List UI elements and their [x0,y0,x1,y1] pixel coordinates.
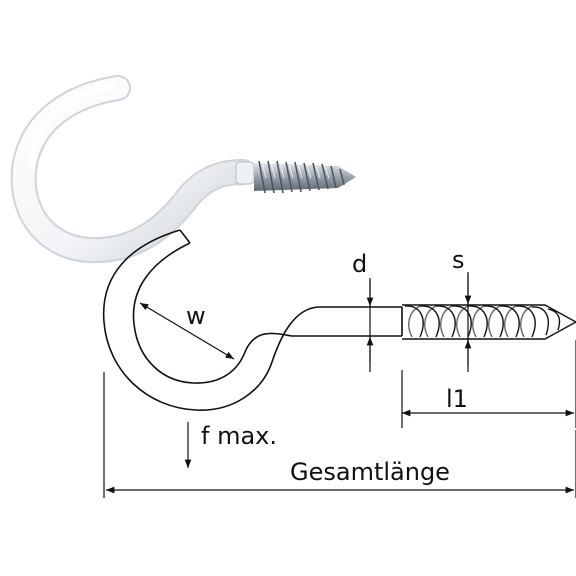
dimension-total-length [103,372,576,498]
label-l1: l1 [446,385,468,413]
thread-helix [404,305,561,338]
dimension-w [139,302,235,360]
screw-hook-technical-drawing-icon [102,229,576,411]
label-f-max: f max. [201,422,277,450]
screw-hook-photo [10,75,356,264]
label-w: w [186,302,206,330]
thread-ridges [258,160,345,194]
dimension-l1 [401,340,576,428]
label-d: d [352,250,367,278]
white-coated-screw-hook-icon [10,75,356,264]
screw-hook-drawing [102,229,576,498]
label-total-length: Gesamtlänge [290,458,450,486]
label-s: s [452,246,465,274]
